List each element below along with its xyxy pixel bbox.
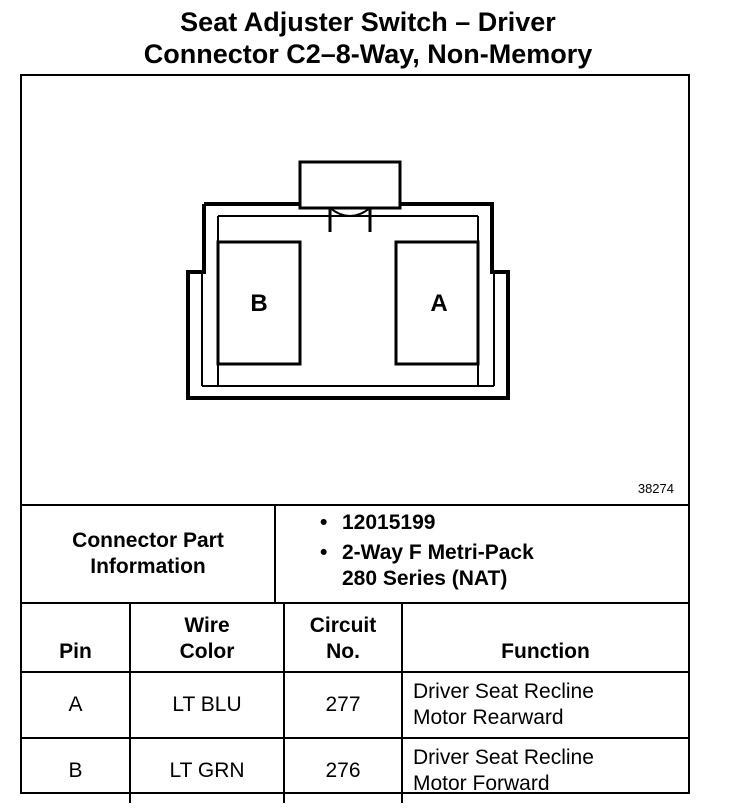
info-item-line: 280 Series (NAT) bbox=[342, 567, 508, 590]
info-item-connector-type: • 2-Way F Metri-Pack 280 Series (NAT) bbox=[320, 540, 534, 592]
pin-cavity-b bbox=[216, 240, 302, 366]
info-label-line-2: Information bbox=[90, 555, 206, 578]
bullet-icon: • bbox=[320, 541, 328, 564]
connector-drawing: B A bbox=[186, 160, 510, 400]
info-item-line: 2-Way F Metri-Pack bbox=[342, 541, 534, 564]
connector-figure: B A 38274 bbox=[22, 76, 688, 506]
connector-frame: B A 38274 Connector Part Information • 1… bbox=[20, 74, 690, 803]
pin-cavity-a bbox=[394, 240, 480, 366]
connector-info-label: Connector Part Information bbox=[22, 506, 276, 602]
page-title: Seat Adjuster Switch – Driver Connector … bbox=[0, 6, 736, 70]
title-line-2: Connector C2–8-Way, Non-Memory bbox=[143, 39, 593, 69]
cell-pin: B bbox=[22, 737, 131, 803]
info-label-line-1: Connector Part bbox=[72, 529, 224, 552]
cell-circuit: 277 bbox=[283, 671, 403, 739]
cell-circuit: 276 bbox=[283, 737, 403, 803]
info-item-line: 12015199 bbox=[342, 511, 436, 534]
bullet-icon: • bbox=[320, 511, 328, 534]
figure-id: 38274 bbox=[637, 481, 674, 496]
cell-wire-color: LT BLU bbox=[129, 671, 285, 739]
info-item-part-number: • 12015199 bbox=[320, 510, 534, 536]
pin-label-b: B bbox=[250, 290, 267, 317]
cell-pin: A bbox=[22, 671, 131, 739]
connector-body bbox=[186, 202, 510, 400]
latch-housing bbox=[298, 160, 402, 210]
connector-info-row: Connector Part Information • 12015199 • … bbox=[22, 506, 688, 604]
cell-wire-color: LT GRN bbox=[129, 737, 285, 803]
pin-label-a: A bbox=[430, 290, 447, 317]
connector-info-list: • 12015199 • 2-Way F Metri-Pack 280 Seri… bbox=[320, 510, 534, 592]
title-line-1: Seat Adjuster Switch – Driver bbox=[180, 7, 556, 37]
header-pin: Pin bbox=[22, 604, 131, 673]
header-function: Function bbox=[401, 604, 688, 673]
